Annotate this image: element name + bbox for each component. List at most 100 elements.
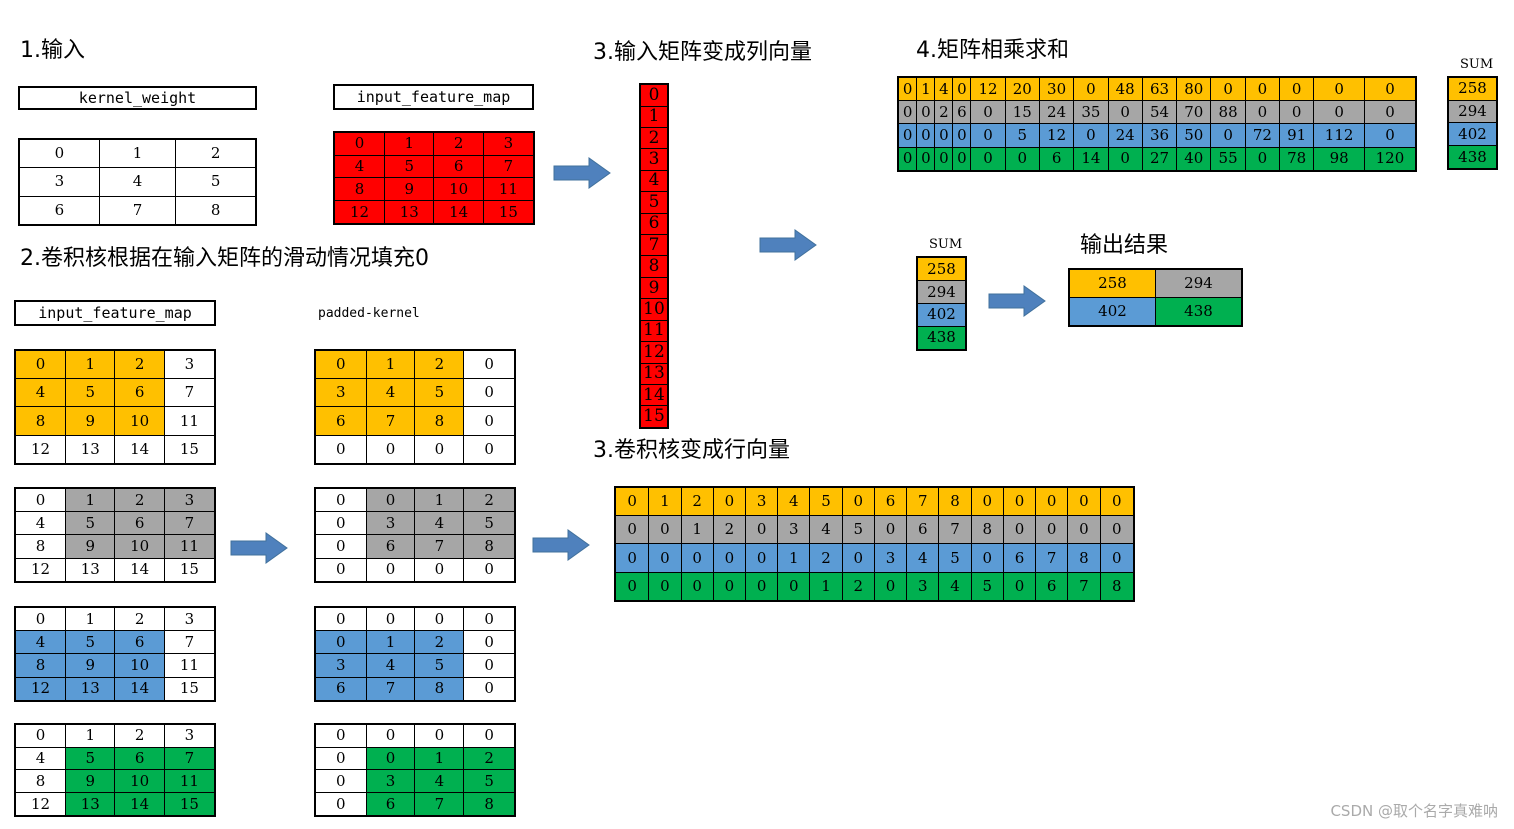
input-window-cell: 12 xyxy=(14,676,67,702)
input-feature-map-label: input_feature_map xyxy=(333,84,534,110)
input-window-cell: 13 xyxy=(65,434,116,465)
padded-kernel-cell: 5 xyxy=(463,511,516,536)
input-window-cell: 0 xyxy=(14,349,67,380)
row-vector-cell: 0 xyxy=(712,571,746,602)
input-window-cell: 7 xyxy=(163,378,216,408)
row-vector-cell: 0 xyxy=(1002,515,1037,545)
input-feature-map-cell: 1 xyxy=(384,131,435,156)
padded-kernel-cell: 1 xyxy=(414,746,465,771)
input-window-cell: 5 xyxy=(65,630,116,655)
padded-kernel-cell: 7 xyxy=(365,676,416,702)
input-window-cell: 3 xyxy=(163,487,216,513)
input-window-cell: 0 xyxy=(14,487,67,513)
input-feature-map-cell: 13 xyxy=(384,200,435,225)
product-cell: 0 xyxy=(1107,100,1143,125)
input-window-cell: 13 xyxy=(65,557,116,583)
input-window-cell: 15 xyxy=(163,557,216,583)
padded-kernel-cell: 0 xyxy=(463,630,516,655)
padded-kernel-cell: 0 xyxy=(463,406,516,436)
padded-kernel-label: padded-kernel xyxy=(318,306,420,321)
padded-kernel-cell: 0 xyxy=(314,487,367,513)
input-window-cell: 12 xyxy=(14,434,67,465)
product-cell: 0 xyxy=(897,100,918,125)
column-vector-cell: 4 xyxy=(639,169,669,193)
row-vector-cell: 0 xyxy=(680,571,714,602)
row-vector-cell: 4 xyxy=(777,486,811,517)
input-window-cell: 4 xyxy=(14,630,67,655)
input-window-cell: 2 xyxy=(114,487,165,513)
input-window-cell: 12 xyxy=(14,792,67,817)
row-vector-cell: 3 xyxy=(777,515,811,545)
input-window-cell: 6 xyxy=(114,746,165,771)
product-cell: 1 xyxy=(916,76,936,102)
step1-heading: 1.输入 xyxy=(20,38,85,63)
padded-kernel-cell: 1 xyxy=(365,630,416,655)
input-feature-map-cell: 15 xyxy=(482,200,535,225)
padded-kernel-cell: 0 xyxy=(463,606,516,632)
product-cell: 0 xyxy=(1313,100,1365,125)
product-cell: 48 xyxy=(1107,76,1143,102)
row-vector-cell: 1 xyxy=(648,486,682,517)
product-cell: 0 xyxy=(916,123,936,148)
input-window-cell: 9 xyxy=(65,406,116,436)
padded-kernel-cell: 0 xyxy=(314,606,367,632)
kernel-weight-cell: 1 xyxy=(98,138,177,169)
input-window-cell: 8 xyxy=(14,534,67,559)
product-cell: 0 xyxy=(970,123,1006,148)
padded-kernel-cell: 0 xyxy=(463,723,516,748)
row-vector-cell: 1 xyxy=(680,515,714,545)
product-cell: 24 xyxy=(1038,100,1075,125)
step2-heading: 2.卷积核根据在输入矩阵的滑动情况填充0 xyxy=(20,246,429,271)
padded-kernel-cell: 0 xyxy=(463,653,516,678)
input-feature-map-cell: 14 xyxy=(433,200,484,225)
row-vector-cell: 2 xyxy=(680,486,714,517)
input-window-cell: 2 xyxy=(114,606,165,632)
padded-kernel-cell: 4 xyxy=(365,378,416,408)
row-vector-cell: 0 xyxy=(648,543,682,573)
row-vector-cell: 0 xyxy=(1002,486,1037,517)
input-window-cell: 7 xyxy=(163,511,216,536)
padded-kernel-cell: 0 xyxy=(414,723,465,748)
kernel-weight-cell: 6 xyxy=(18,195,100,226)
input-feature-map-cell: 2 xyxy=(433,131,484,156)
column-vector-cell: 6 xyxy=(639,212,669,236)
product-cell: 91 xyxy=(1279,123,1315,148)
padded-kernel-cell: 7 xyxy=(414,792,465,817)
input-window-cell: 2 xyxy=(114,349,165,380)
row-vector-cell: 4 xyxy=(906,543,940,573)
padded-kernel-cell: 0 xyxy=(365,557,416,583)
input-window-cell: 5 xyxy=(65,378,116,408)
padded-kernel-cell: 0 xyxy=(365,746,416,771)
sum-cell: 258 xyxy=(1447,76,1498,101)
padded-kernel-cell: 0 xyxy=(463,557,516,583)
input-window-cell: 7 xyxy=(163,630,216,655)
product-cell: 0 xyxy=(897,146,918,172)
row-vector-cell: 5 xyxy=(970,571,1004,602)
product-cell: 6 xyxy=(952,100,972,125)
padded-kernel-cell: 0 xyxy=(314,746,367,771)
product-cell: 50 xyxy=(1176,123,1212,148)
padded-kernel-cell: 8 xyxy=(414,406,465,436)
row-vector-cell: 3 xyxy=(906,571,940,602)
product-cell: 0 xyxy=(916,146,936,172)
padded-kernel-cell: 0 xyxy=(463,676,516,702)
input-window-cell: 14 xyxy=(114,792,165,817)
row-vector-cell: 0 xyxy=(970,543,1004,573)
product-cell: 40 xyxy=(1176,146,1212,172)
padded-kernel-cell: 0 xyxy=(314,534,367,559)
padded-kernel-cell: 0 xyxy=(463,434,516,465)
product-cell: 112 xyxy=(1313,123,1365,148)
padded-kernel-cell: 6 xyxy=(314,676,367,702)
product-cell: 0 xyxy=(1073,76,1109,102)
column-vector-cell: 5 xyxy=(639,191,669,214)
row-vector-cell: 6 xyxy=(873,486,908,517)
row-vector-cell: 0 xyxy=(873,515,908,545)
row-vector-cell: 2 xyxy=(841,571,875,602)
product-cell: 0 xyxy=(1279,100,1315,125)
row-vector-cell: 0 xyxy=(744,571,779,602)
output-cell: 402 xyxy=(1068,297,1156,327)
product-cell: 6 xyxy=(1038,146,1075,172)
product-cell: 70 xyxy=(1176,100,1212,125)
